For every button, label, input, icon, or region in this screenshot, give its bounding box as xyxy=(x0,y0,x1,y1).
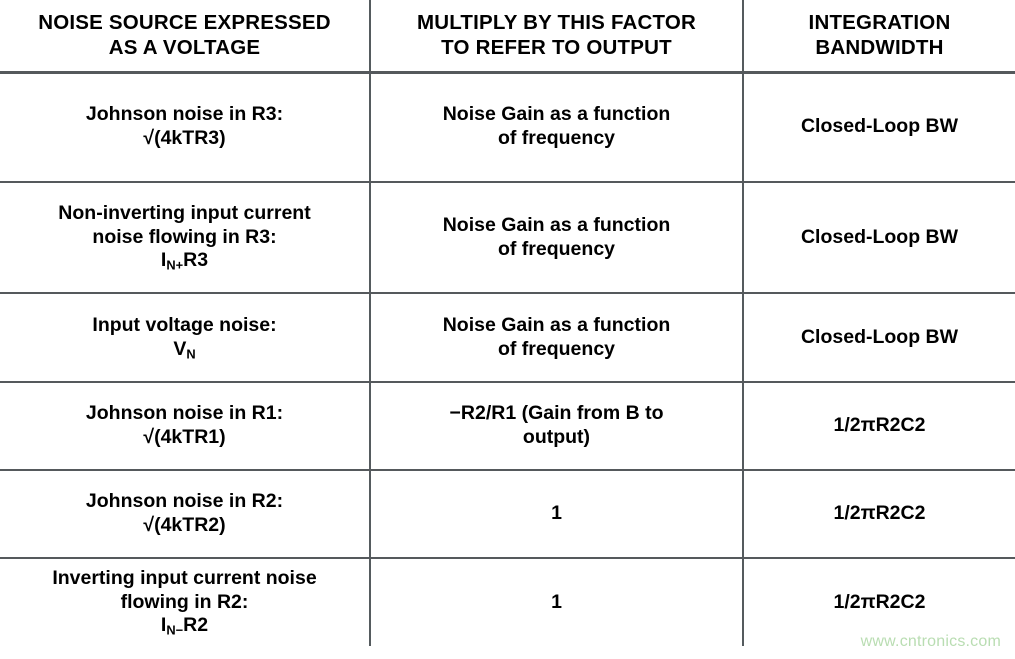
noise-source-expression: √(4kTR2) xyxy=(10,514,359,538)
noise-source-description: Input voltage noise: xyxy=(92,313,277,336)
expression-main: √(4kTR1) xyxy=(143,426,226,448)
cell-integration-bandwidth: Closed-Loop BW xyxy=(743,293,1015,383)
multiply-factor-line2: of frequency xyxy=(497,337,616,360)
noise-source-expression: √(4kTR3) xyxy=(10,127,359,151)
cell-noise-source: Johnson noise in R3: √(4kTR3) xyxy=(0,72,371,183)
multiply-factor-line1: 1 xyxy=(551,590,562,613)
table-row: Input voltage noise: VN Noise Gain as a … xyxy=(0,293,1015,383)
cell-noise-source: Inverting input current noise flowing in… xyxy=(0,558,371,646)
multiply-factor-line1: Noise Gain as a function xyxy=(442,313,671,336)
expression-main: V xyxy=(173,337,187,360)
site-watermark: www.cntronics.com xyxy=(860,633,1001,650)
noise-source-expression: √(4kTR1) xyxy=(10,426,359,450)
cell-noise-source: Input voltage noise: VN xyxy=(0,293,371,383)
noise-source-expression: IN−R2 xyxy=(10,614,359,638)
expression-suffix: R3 xyxy=(183,249,209,272)
cell-noise-source: Johnson noise in R1: √(4kTR1) xyxy=(0,382,371,471)
multiply-factor-line2: of frequency xyxy=(497,127,616,150)
cell-noise-source: Johnson noise in R2: √(4kTR2) xyxy=(0,470,371,559)
cell-multiply-factor: 1 xyxy=(370,558,744,646)
column-header-noise-source: NOISE SOURCE EXPRESSED AS A VOLTAGE xyxy=(0,0,371,74)
table-row: Johnson noise in R2: √(4kTR2) 1 1/2πR2C2 xyxy=(0,470,1015,559)
column-header-multiply-factor: MULTIPLY BY THIS FACTOR TO REFER TO OUTP… xyxy=(370,0,744,74)
column-header-integration-bandwidth: INTEGRATION BANDWIDTH xyxy=(743,0,1015,74)
table-body: Johnson noise in R3: √(4kTR3) Noise Gain… xyxy=(0,72,1015,646)
column-header-multiply-factor-line2: TO REFER TO OUTPUT xyxy=(441,36,672,60)
expression-main: I xyxy=(160,249,167,272)
noise-source-description: Non-inverting input current xyxy=(58,201,311,224)
column-header-integration-bandwidth-line2: BANDWIDTH xyxy=(815,36,944,60)
table-row: Johnson noise in R3: √(4kTR3) Noise Gain… xyxy=(0,72,1015,183)
table-header: NOISE SOURCE EXPRESSED AS A VOLTAGE MULT… xyxy=(0,0,1015,74)
multiply-factor-line1: Noise Gain as a function xyxy=(442,213,671,236)
column-header-noise-source-line2: AS A VOLTAGE xyxy=(108,36,261,60)
cell-multiply-factor: 1 xyxy=(370,470,744,559)
cell-multiply-factor: Noise Gain as a function of frequency xyxy=(370,72,744,183)
cell-integration-bandwidth: 1/2πR2C2 xyxy=(743,470,1015,559)
table-row: Non-inverting input current noise flowin… xyxy=(0,182,1015,294)
multiply-factor-line1: 1 xyxy=(551,502,562,525)
noise-source-description-cont: flowing in R2: xyxy=(120,590,249,613)
cell-multiply-factor: −R2/R1 (Gain from B to output) xyxy=(370,382,744,471)
expression-suffix: R2 xyxy=(183,614,209,637)
cell-integration-bandwidth: 1/2πR2C2 xyxy=(743,382,1015,471)
cell-integration-bandwidth: 1/2πR2C2 xyxy=(833,590,926,613)
cell-multiply-factor: Noise Gain as a function of frequency xyxy=(370,182,744,294)
column-header-integration-bandwidth-line1: INTEGRATION xyxy=(808,11,951,35)
multiply-factor-line1: −R2/R1 (Gain from B to xyxy=(449,402,664,425)
multiply-factor-line1: Noise Gain as a function xyxy=(442,103,671,126)
noise-source-expression: IN+R3 xyxy=(10,249,359,273)
table-row: Inverting input current noise flowing in… xyxy=(0,558,1015,646)
column-header-noise-source-line1: NOISE SOURCE EXPRESSED xyxy=(38,11,331,35)
expression-main: √(4kTR2) xyxy=(143,514,226,536)
column-header-multiply-factor-line1: MULTIPLY BY THIS FACTOR xyxy=(416,11,697,35)
noise-source-description: Johnson noise in R2: xyxy=(85,490,284,513)
noise-source-expression: VN xyxy=(10,338,359,362)
multiply-factor-line2: output) xyxy=(522,426,591,448)
expression-subscript: N− xyxy=(166,622,184,638)
cell-noise-source: Non-inverting input current noise flowin… xyxy=(0,182,371,294)
expression-main: √(4kTR3) xyxy=(143,127,226,150)
expression-subscript: N+ xyxy=(166,257,184,273)
expression-main: I xyxy=(160,614,167,637)
multiply-factor-line2: of frequency xyxy=(497,237,616,260)
cell-integration-bandwidth: Closed-Loop BW xyxy=(743,182,1015,294)
cell-multiply-factor: Noise Gain as a function of frequency xyxy=(370,293,744,383)
table-header-row: NOISE SOURCE EXPRESSED AS A VOLTAGE MULT… xyxy=(0,0,1015,74)
noise-source-description-cont: noise flowing in R3: xyxy=(92,225,277,248)
noise-source-description: Inverting input current noise xyxy=(52,566,317,589)
expression-subscript: N xyxy=(186,346,196,362)
noise-source-description: Johnson noise in R3: xyxy=(85,103,284,126)
noise-source-description: Johnson noise in R1: xyxy=(85,402,284,425)
table-row: Johnson noise in R1: √(4kTR1) −R2/R1 (Ga… xyxy=(0,382,1015,471)
cell-integration-bandwidth: Closed-Loop BW xyxy=(743,72,1015,183)
